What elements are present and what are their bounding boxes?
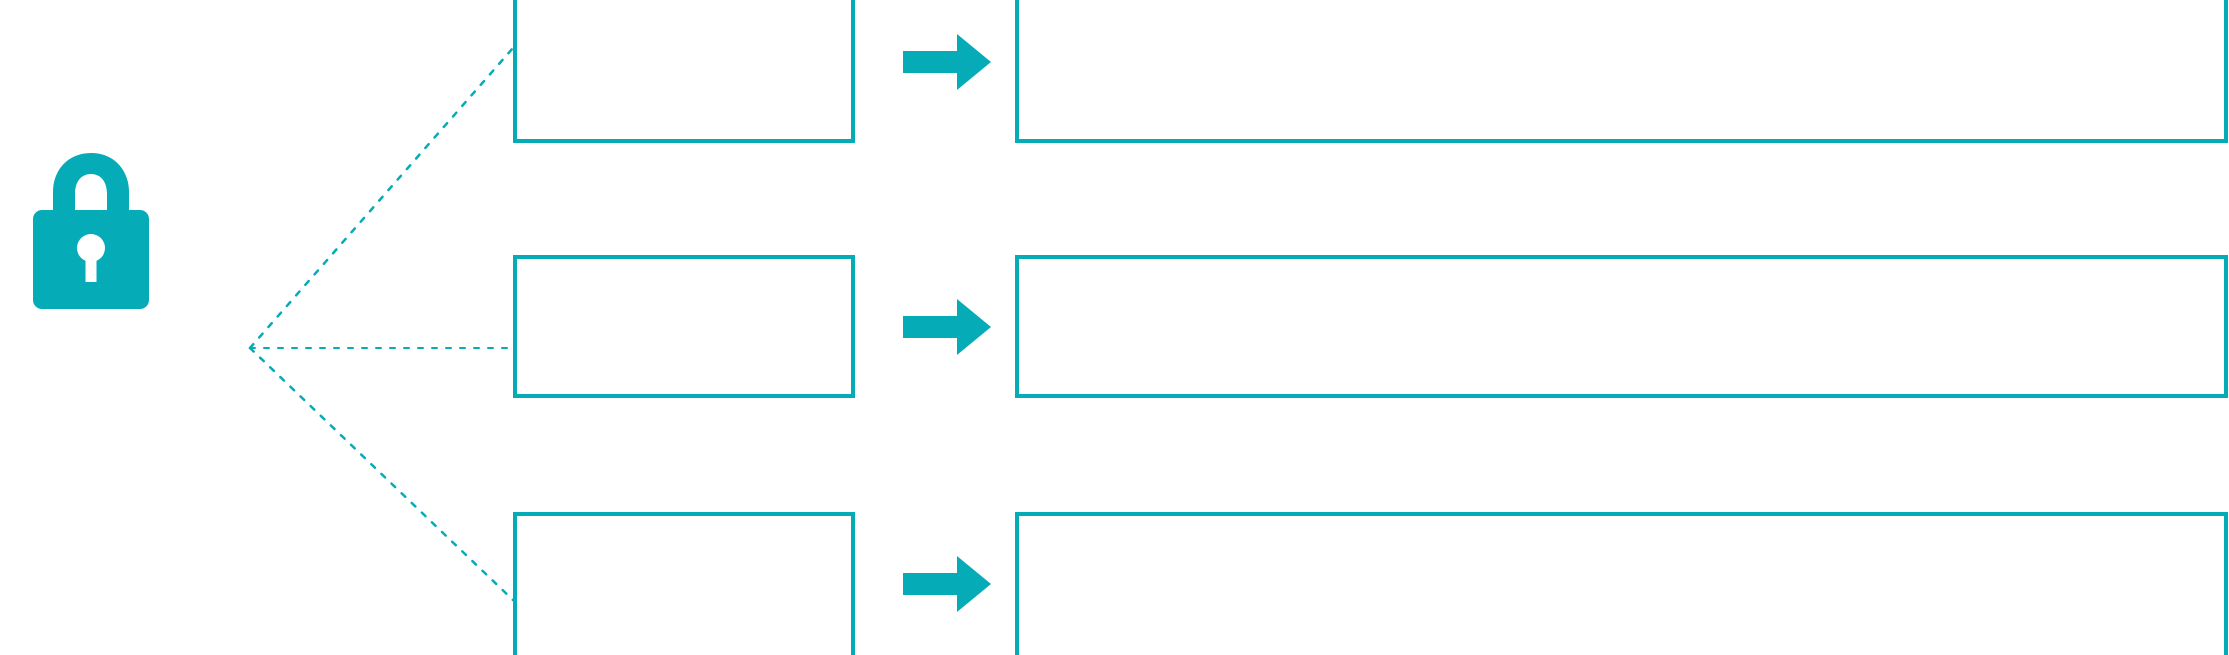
- row-3-small-box-label: [517, 516, 851, 655]
- connector-line-top: [248, 46, 515, 350]
- arrow-right-icon: [903, 34, 991, 90]
- row-2-arrow: [903, 297, 991, 357]
- connector-group: [248, 46, 515, 602]
- row-2-small-box[interactable]: [513, 255, 855, 398]
- row-3-small-box[interactable]: [513, 512, 855, 655]
- arrow-right-icon: [903, 556, 991, 612]
- row-1-large-box-label: [1019, 0, 2224, 139]
- lock-icon-container: [30, 150, 152, 312]
- row-2-large-box-label: [1019, 259, 2224, 394]
- row-3-arrow: [903, 554, 991, 614]
- row-3-large-box[interactable]: [1015, 512, 2228, 655]
- row-2-large-box[interactable]: [1015, 255, 2228, 398]
- row-2-small-box-label: [517, 259, 851, 394]
- row-1-large-box[interactable]: [1015, 0, 2228, 143]
- row-3-large-box-label: [1019, 516, 2224, 655]
- connector-line-bottom: [248, 346, 515, 602]
- row-1-small-box-label: [517, 0, 851, 139]
- row-1-small-box[interactable]: [513, 0, 855, 143]
- lock-icon: [33, 153, 149, 309]
- arrow-right-icon: [903, 299, 991, 355]
- row-1-arrow: [903, 32, 991, 92]
